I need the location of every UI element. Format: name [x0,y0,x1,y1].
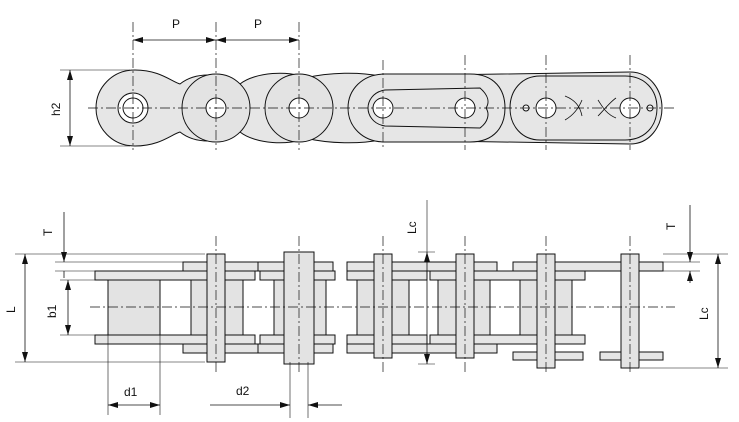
chain-top-view: L T b1 Lc T Lc [4,200,728,418]
dimension-arrow [61,252,67,262]
dimension-arrow [424,354,430,364]
dimension-arrow [67,70,73,80]
pitch-label: P [254,17,262,31]
dimension-arrow [280,402,290,408]
outer-plate-top [512,261,664,272]
dimension-arrow [108,402,118,408]
dimension-arrow [67,136,73,146]
dimension-arrow [289,37,299,43]
inner-plate-bottom [94,334,256,345]
plate-height-label: h2 [49,102,63,116]
dimension-arrow [133,37,143,43]
cotter-pin [597,99,617,119]
dimension-arrow [65,280,71,290]
roller [107,279,161,336]
dimension-arrow [687,252,693,262]
spring-clip [367,87,489,129]
chain-side-view: P P h2 [49,17,675,150]
cotter-pin [564,99,583,121]
plate-thickness-label: T [664,222,678,230]
overall-width-label: L [4,306,18,313]
plate-thickness-label: T [41,228,55,236]
dimension-arrow [65,325,71,335]
dimension-arrow [715,254,721,264]
dimension-arrow [22,254,28,264]
inner-plate-top [429,270,586,281]
inner-plate-top [94,270,256,281]
pitch-label: P [172,17,180,31]
dimension-arrow [715,358,721,368]
connecting-width-label: Lc [405,221,419,234]
dimension-arrow [308,402,318,408]
pin-diameter-label: d2 [236,384,250,398]
dimension-arrow [216,37,226,43]
dimension-arrow [424,252,430,262]
dimension-arrow [206,37,216,43]
dimension-arrow [687,271,693,281]
pin [373,253,393,359]
roller-diameter-label: d1 [124,385,138,399]
cotter-pin [597,97,617,117]
inner-width-label: b1 [45,304,59,318]
pin [455,253,475,359]
cotter-pin [564,95,583,117]
dimension-arrow [22,352,28,362]
outer-plate-bottom [346,343,498,354]
dimension-arrow [150,402,160,408]
inner-plate-bottom [429,334,586,345]
connecting-width-label: Lc [697,307,711,320]
